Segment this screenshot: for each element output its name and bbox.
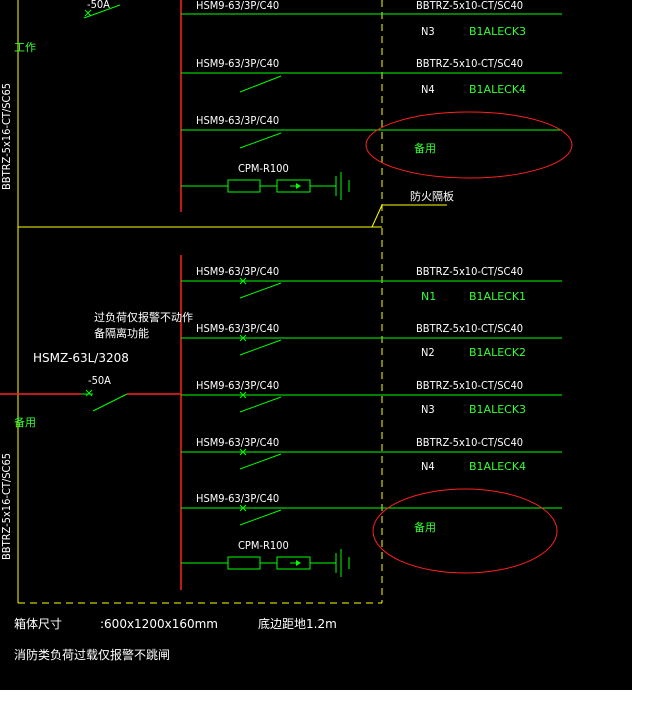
cable-vertical-bottom: BBTRZ-5x16-CT/SC65	[0, 453, 13, 560]
main-rating-bottom: -50A	[88, 374, 111, 387]
main-switch-top	[83, 4, 121, 19]
breaker-label: HSM9-63/3P/C40	[196, 322, 279, 335]
cad-canvas: -50A 工作 BBTRZ-5x16-CT/SC65 HSM9-63/3P/C4…	[0, 0, 632, 690]
spare-label: 备用	[414, 520, 436, 534]
surge-label: CPM-R100	[238, 162, 289, 175]
spare-label: 备用	[414, 141, 436, 155]
main-switch-top-x2	[84, 9, 92, 17]
breaker-label: HSM9-63/3P/C40	[196, 0, 279, 12]
breaker-label: HSM9-63/3P/C40	[196, 379, 279, 392]
load-label: B1ALECK3	[469, 403, 526, 416]
branch-switch	[239, 453, 282, 470]
box-size-value: :600x1200x160mm	[100, 617, 218, 631]
load-label: B1ALECK3	[469, 25, 526, 38]
cable-label: BBTRZ-5x10-CT/SC40	[416, 379, 523, 392]
footer-note: 消防类负荷过载仅报警不跳闸	[14, 647, 170, 662]
circuit-no: N3	[421, 25, 435, 38]
branch-switch	[239, 132, 282, 149]
fire-damper-leader	[371, 204, 383, 228]
surge-label: CPM-R100	[238, 539, 289, 552]
cable-label: BBTRZ-5x10-CT/SC40	[416, 265, 523, 278]
distribution-diagram: -50A 工作 BBTRZ-5x16-CT/SC65 HSM9-63/3P/C4…	[0, 0, 573, 662]
spare-label-left: 备用	[14, 415, 36, 429]
main-switch-bottom	[92, 393, 128, 412]
spare-ellipse-bottom	[372, 488, 558, 574]
work-label: 工作	[14, 41, 36, 54]
spd-arrow-icon	[296, 183, 301, 189]
breaker-label: HSM9-63/3P/C40	[196, 436, 279, 449]
breaker-label: HSM9-63/3P/C40	[196, 492, 279, 505]
circuit-no: N4	[421, 83, 435, 96]
circuit-no: N1	[421, 290, 436, 303]
branch-switch	[239, 282, 282, 299]
note-line-2: 备隔离功能	[94, 326, 149, 340]
note-line-1: 过负荷仅报警不动作	[94, 310, 193, 324]
load-label: B1ALECK4	[469, 460, 526, 473]
spd-arrow-icon	[296, 560, 301, 566]
breaker-label: HSM9-63/3P/C40	[196, 114, 279, 127]
load-label: B1ALECK4	[469, 83, 526, 96]
branch-switch	[239, 339, 282, 356]
branch-switch	[239, 396, 282, 413]
cable-vertical-top: BBTRZ-5x16-CT/SC65	[0, 83, 13, 190]
circuit-no: N4	[421, 460, 435, 473]
spd-fuse-icon	[227, 556, 261, 570]
load-label: B1ALECK1	[469, 290, 526, 303]
fire-damper-label: 防火隔板	[410, 189, 454, 203]
box-size-label: 箱体尺寸	[14, 616, 62, 631]
breaker-label: HSM9-63/3P/C40	[196, 265, 279, 278]
main-rating-top: -50A	[87, 0, 110, 11]
cable-label: BBTRZ-5x10-CT/SC40	[416, 57, 523, 70]
cable-label: BBTRZ-5x10-CT/SC40	[416, 0, 523, 12]
cable-label: BBTRZ-5x10-CT/SC40	[416, 436, 523, 449]
main-breaker-label: HSMZ-63L/3208	[33, 351, 129, 365]
branch-switch	[239, 509, 282, 526]
circuit-no: N2	[421, 346, 435, 359]
bottom-height: 底边距地1.2m	[258, 616, 337, 631]
spare-ellipse-top	[365, 111, 573, 179]
branch-switch	[239, 75, 282, 93]
spd-fuse-icon	[227, 179, 261, 193]
cable-label: BBTRZ-5x10-CT/SC40	[416, 322, 523, 335]
breaker-label: HSM9-63/3P/C40	[196, 57, 279, 70]
load-label: B1ALECK2	[469, 346, 526, 359]
circuit-no: N3	[421, 403, 435, 416]
